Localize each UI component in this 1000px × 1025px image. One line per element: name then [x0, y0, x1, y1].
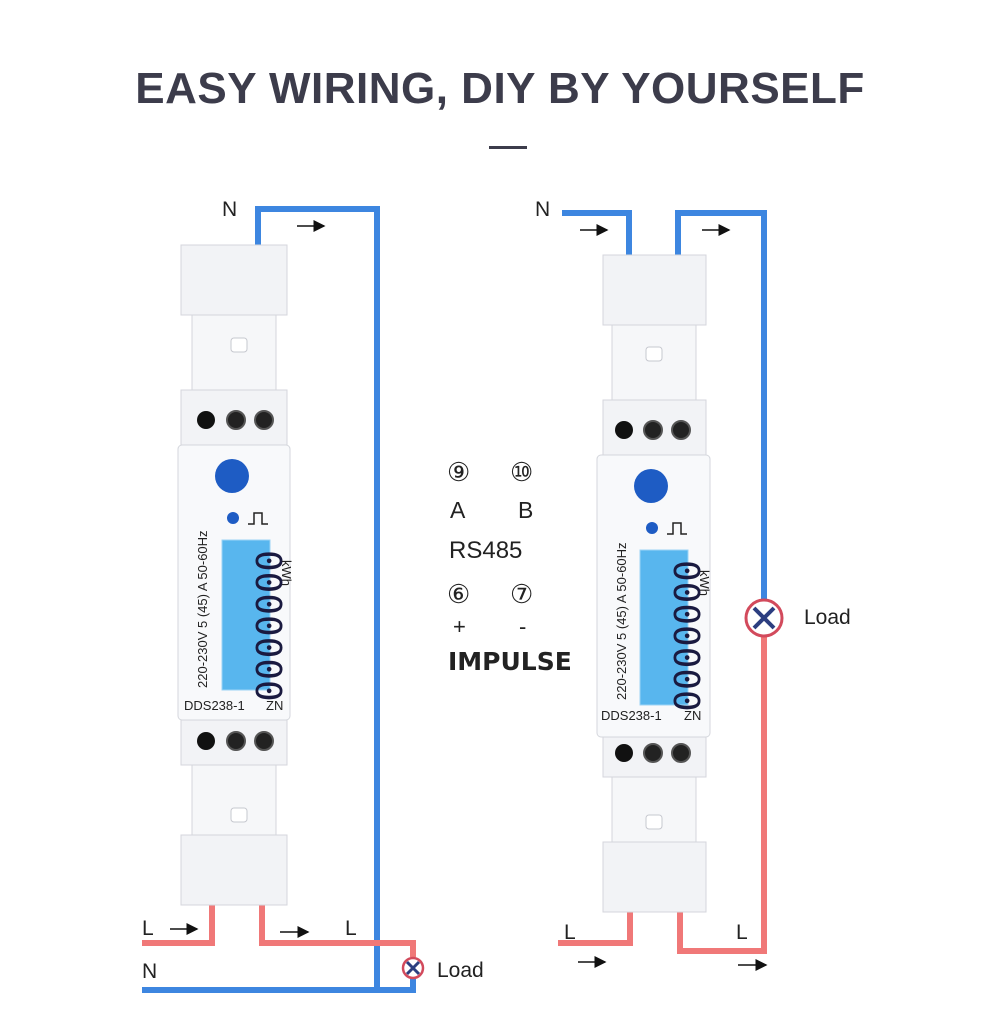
terminal-10-number: ⑩ [510, 457, 533, 487]
left-neutral-out-label: N [142, 960, 157, 983]
right-neutral-in-label: N [535, 198, 550, 221]
impulse-label: IMPULSE [448, 647, 572, 676]
terminal-screw-icon [226, 410, 246, 430]
right-line-in-label: L [564, 921, 576, 944]
impulse-minus-label: - [519, 614, 526, 639]
left-model-label: DDS238-1 [184, 698, 245, 713]
right-brand-label: ZN [684, 708, 701, 723]
terminal-legend: ⑨ ⑩ A B RS485 ⑥ ⑦ + - IMPULSE [447, 457, 572, 676]
right-line-out-label: L [736, 921, 748, 944]
right-load-label: Load [804, 606, 851, 629]
left-neutral-in-label: N [222, 198, 237, 221]
left-line-wire [142, 905, 416, 957]
left-line-in-label: L [142, 917, 154, 940]
left-meter: 0000000 kWh 220-230V 5 (45) A 50-60Hz DD… [177, 244, 294, 906]
right-spec-label: 220-230V 5 (45) A 50-60Hz [614, 542, 629, 700]
terminal-icon [197, 411, 215, 429]
left-brand-label: ZN [266, 698, 283, 713]
rs485-a-label: A [450, 497, 466, 523]
pulse-icon [248, 512, 268, 525]
left-lcd-unit: kWh [279, 560, 294, 586]
right-line-wire [558, 636, 767, 954]
terminal-7-number: ⑦ [510, 579, 533, 609]
impulse-plus-label: + [453, 614, 466, 639]
terminal-9-number: ⑨ [447, 457, 470, 487]
right-model-label: DDS238-1 [601, 708, 662, 723]
rs485-label: RS485 [449, 537, 522, 564]
rs485-b-label: B [518, 497, 533, 523]
right-meter: 0000000 kWh 220-230V 5 (45) A 50-60Hz DD… [596, 254, 712, 913]
terminal-screw-icon [254, 410, 274, 430]
right-neutral-wire [562, 210, 767, 600]
title-divider [489, 146, 527, 149]
pulse-led-icon [227, 512, 239, 524]
left-spec-label: 220-230V 5 (45) A 50-60Hz [195, 530, 210, 688]
left-load-label: Load [437, 959, 484, 982]
flow-arrows [170, 220, 768, 971]
left-load-icon [401, 956, 425, 980]
right-load-icon [744, 598, 784, 638]
left-load-return [377, 979, 416, 993]
right-lcd-unit: kWh [697, 570, 712, 596]
left-neutral-wire [142, 206, 380, 993]
meter-button-icon [215, 459, 249, 493]
left-line-out-label: L [345, 917, 357, 940]
terminal-6-number: ⑥ [447, 579, 470, 609]
page-title: EASY WIRING, DIY BY YOURSELF [135, 64, 865, 113]
left-lcd-reading: 0000000 [247, 550, 288, 702]
right-lcd-reading: 0000000 [665, 560, 706, 712]
